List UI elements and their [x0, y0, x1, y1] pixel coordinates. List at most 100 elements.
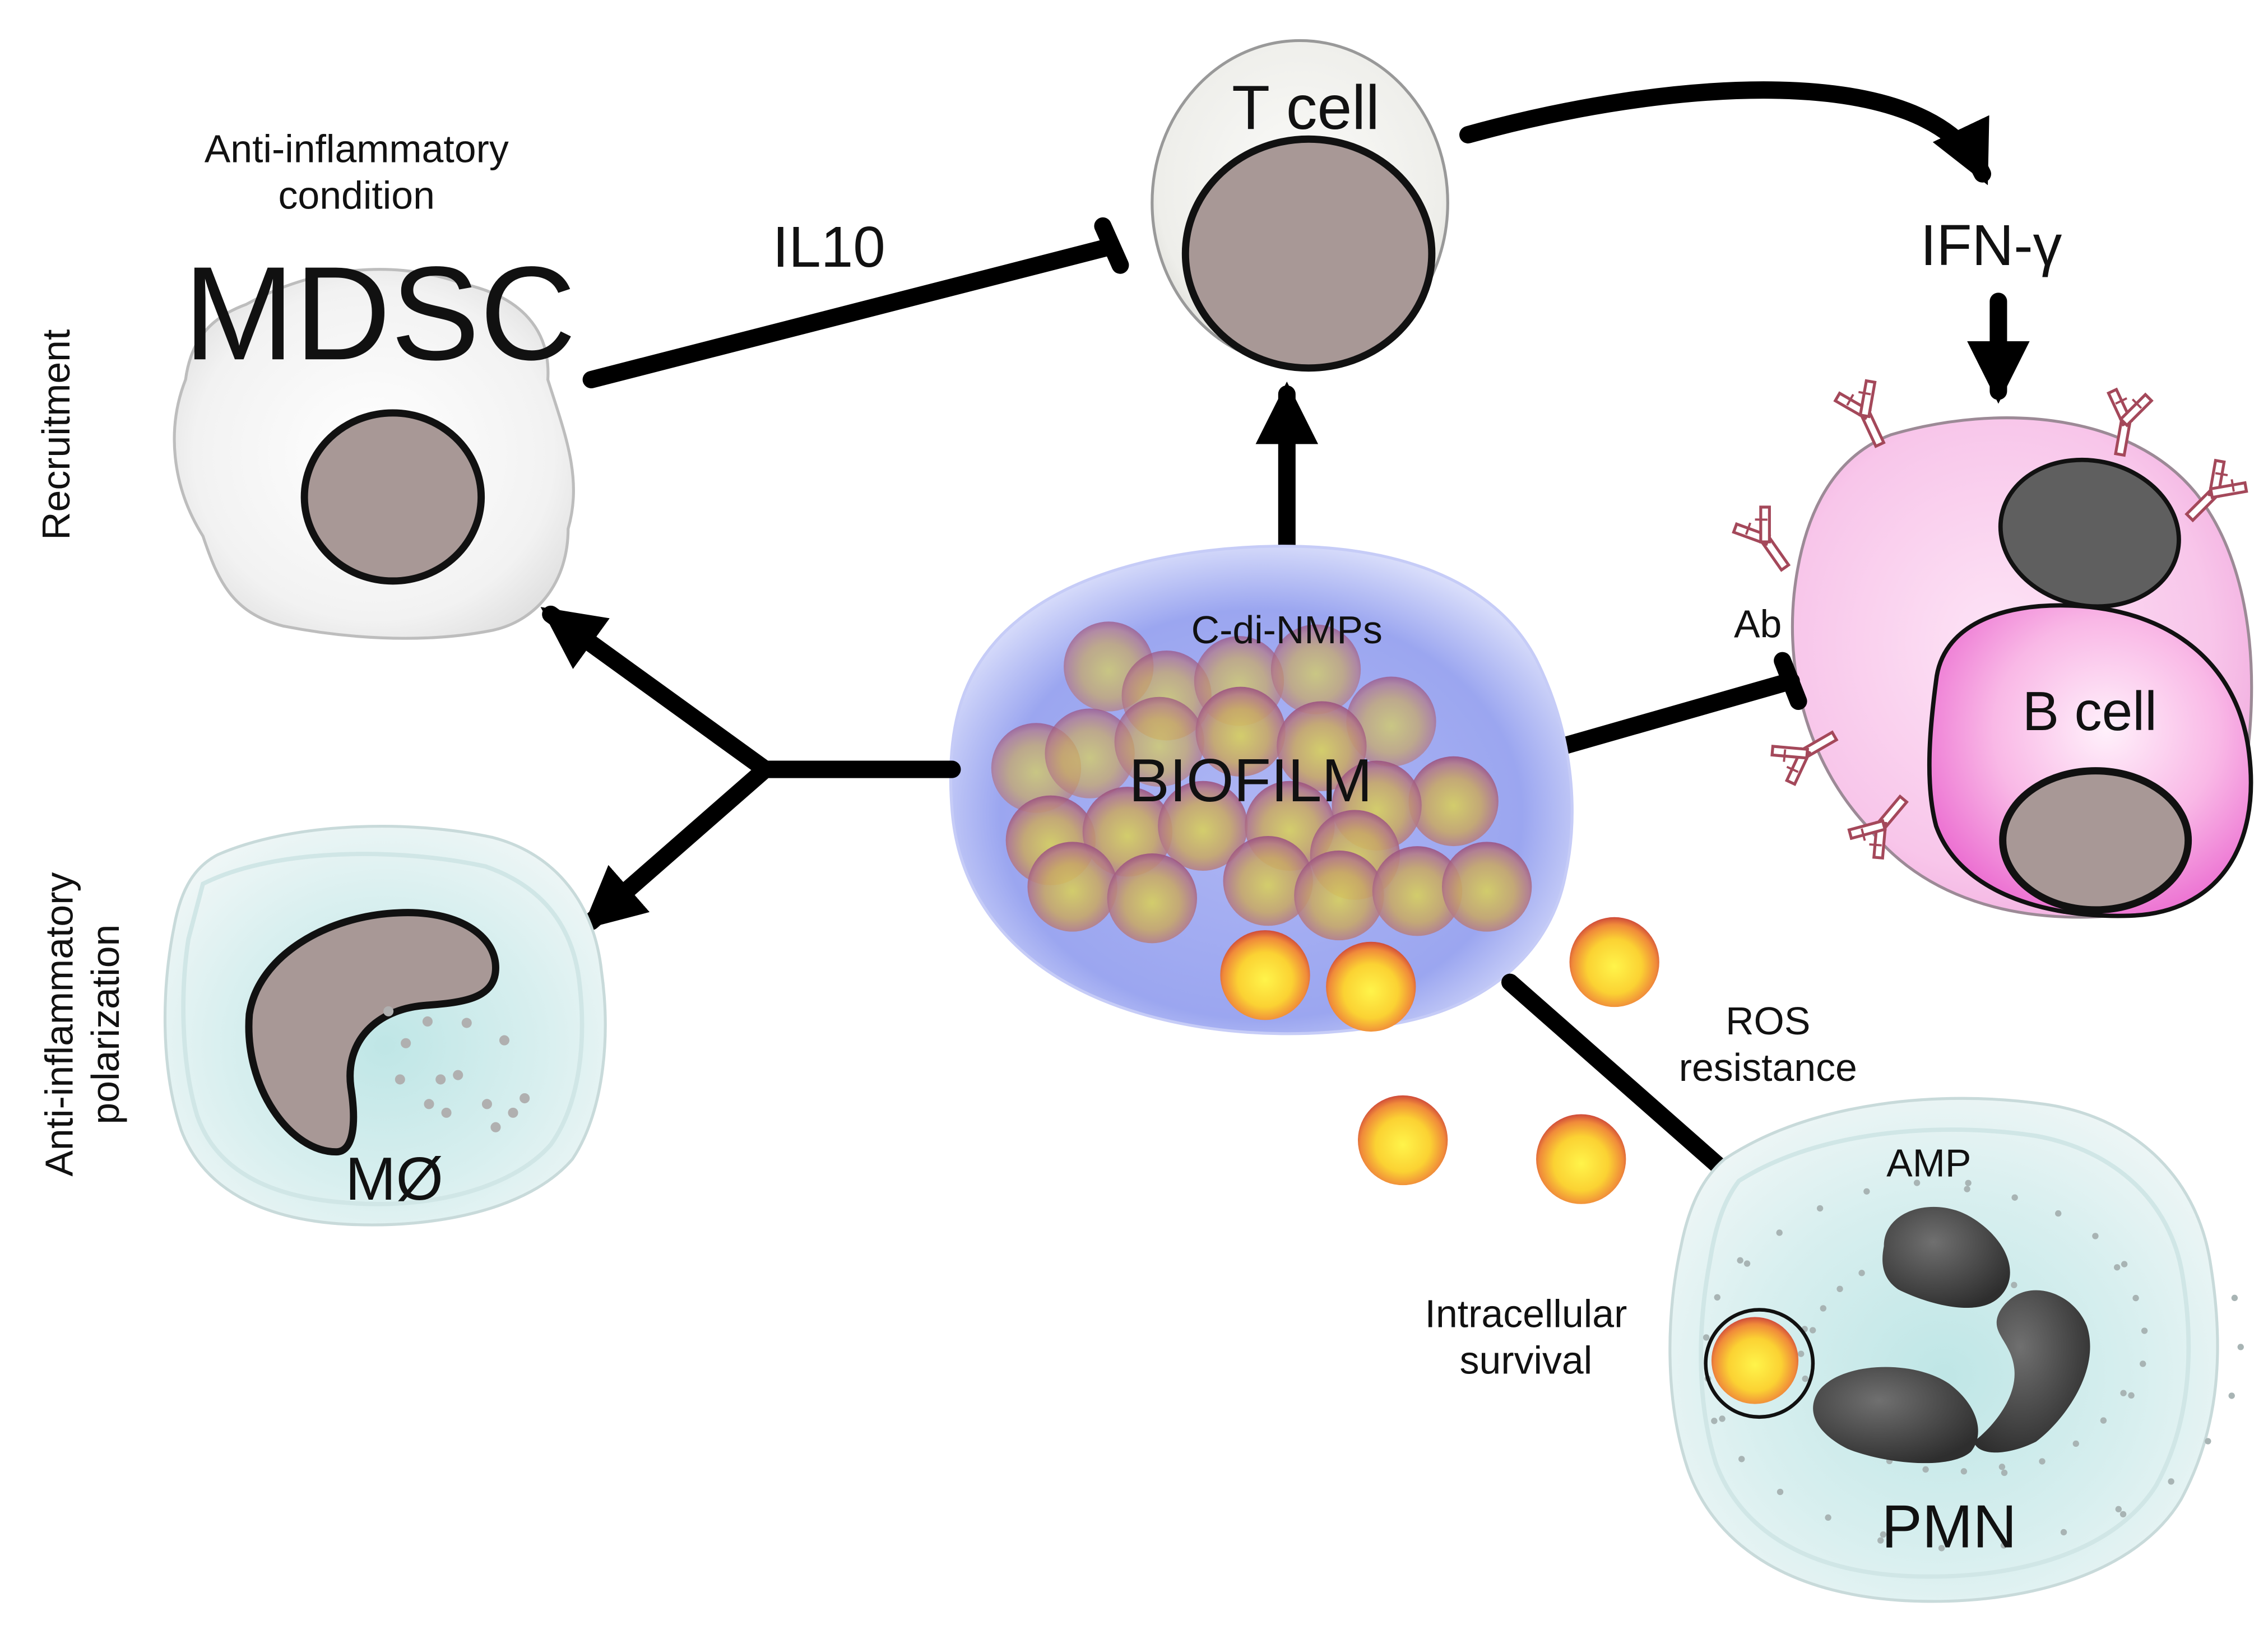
granule — [1825, 1514, 1831, 1521]
macrophage-granules — [383, 1006, 530, 1132]
antibody-icon — [1732, 505, 1791, 572]
biofilm-bacterium — [1223, 835, 1313, 926]
biofilm: C-di-NMPs BIOFILM — [949, 545, 1574, 1035]
granule — [481, 1099, 493, 1109]
biofilm-to-mdsc-arrow — [540, 605, 774, 778]
granule — [2132, 1294, 2139, 1302]
anti-inflammatory-polarization-line2: polarization — [84, 925, 127, 1125]
granule — [2092, 1233, 2099, 1239]
granule — [1820, 1305, 1826, 1312]
ros-resistance-line1: ROS — [1726, 999, 1810, 1043]
granule — [1802, 1375, 1808, 1382]
biofilm-ab-inhibition-edge — [1539, 652, 1807, 759]
pmn-membrane — [1668, 1097, 2219, 1603]
granule — [2100, 1417, 2107, 1424]
biofilm-bacterium — [1294, 850, 1384, 941]
granule — [401, 1038, 411, 1048]
granule — [2001, 1469, 2008, 1476]
granule — [1913, 1179, 1921, 1186]
granule — [1816, 1205, 1824, 1212]
granule — [1776, 1229, 1783, 1236]
biofilm-bacterium — [1441, 842, 1532, 932]
biofilm-bacterium — [1270, 624, 1361, 714]
recruitment-label: Recruitment — [34, 329, 78, 540]
t-cell-nucleus — [1181, 135, 1436, 372]
b-cell: B cell — [1791, 416, 2253, 919]
granule — [395, 1074, 405, 1085]
granule — [2011, 1194, 2018, 1201]
granule — [1858, 1270, 1865, 1276]
granule — [1922, 1466, 1929, 1473]
b-cell-label: B cell — [2023, 680, 2157, 742]
granule — [2115, 1506, 2122, 1513]
granule — [2011, 1281, 2017, 1289]
granule — [499, 1035, 510, 1046]
granule — [424, 1099, 434, 1109]
free-bacterium — [1569, 917, 1659, 1007]
granule — [2060, 1529, 2067, 1536]
granule — [2231, 1294, 2238, 1302]
granule — [490, 1122, 501, 1132]
macrophage-inner-membrane — [181, 852, 585, 1206]
ifn-gamma-label: IFN-γ — [1921, 212, 2062, 277]
b-cell-nucleus — [1999, 767, 2192, 914]
pmn-cell: AMP PMN — [1668, 1097, 2244, 1603]
biofilm-bacterium — [1045, 708, 1135, 798]
biofilm-bacterium — [1027, 842, 1117, 932]
granule — [1738, 1456, 1745, 1462]
granule — [2205, 1438, 2211, 1445]
granule — [2000, 1542, 2007, 1549]
intracellular-survival-line2: survival — [1460, 1338, 1593, 1382]
biofilm-bacterium — [1277, 701, 1367, 791]
biofilm-bacterium — [1408, 756, 1499, 847]
biofilm-bacterium — [1195, 686, 1286, 777]
granule — [2228, 1392, 2235, 1399]
granule — [2237, 1344, 2244, 1350]
biofilm-bacterium — [1114, 696, 1204, 787]
amp-label: AMP — [1886, 1141, 1971, 1185]
il10-label: IL10 — [773, 214, 885, 279]
mdsc-label: MDSC — [183, 239, 576, 388]
free-bacterium — [1326, 941, 1416, 1032]
antibody-icon — [1833, 379, 1886, 448]
granule — [435, 1074, 446, 1085]
granule — [461, 1018, 472, 1028]
granule — [2128, 1392, 2135, 1399]
granule — [2114, 1264, 2121, 1271]
biofilm-to-macrophage-arrow — [582, 760, 774, 931]
granule — [383, 1006, 394, 1016]
t-cell-label: T cell — [1232, 72, 1380, 142]
granule — [1777, 1488, 1784, 1496]
granule — [1998, 1464, 2006, 1470]
granule — [2141, 1327, 2148, 1334]
biofilm-bacterium — [1372, 846, 1463, 936]
granule — [1703, 1334, 1710, 1341]
mdsc-cell: MDSC — [173, 239, 576, 640]
granule — [1737, 1257, 1743, 1264]
ros-resistance-line2: resistance — [1679, 1046, 1857, 1089]
granule — [1809, 1327, 1816, 1334]
t-cell: T cell — [1151, 39, 1449, 372]
granule — [1877, 1537, 1884, 1544]
granule — [1798, 1350, 1805, 1357]
granule — [422, 1016, 433, 1027]
granule — [2119, 1511, 2127, 1518]
granule — [520, 1093, 530, 1104]
granule — [441, 1107, 452, 1118]
biofilm-label: BIOFILM — [1129, 747, 1372, 815]
macrophage-label: MØ — [345, 1145, 443, 1213]
anti-inflammatory-polarization-line1: Anti-inflammatory — [37, 872, 81, 1177]
granule — [1960, 1468, 1968, 1475]
macrophage-cell: MØ — [163, 825, 607, 1227]
anti-inflammatory-condition-line2: condition — [279, 173, 435, 217]
free-bacterium — [1220, 930, 1310, 1020]
antibody-icon — [2184, 458, 2248, 523]
pmn-nucleus — [1813, 1206, 2090, 1464]
il10-inhibition-edge — [582, 217, 1129, 388]
granule — [1938, 1545, 1945, 1552]
biofilm-bacterium — [1346, 676, 1436, 767]
granule — [1719, 1415, 1726, 1422]
granule — [1836, 1285, 1843, 1292]
granule — [2168, 1478, 2174, 1485]
